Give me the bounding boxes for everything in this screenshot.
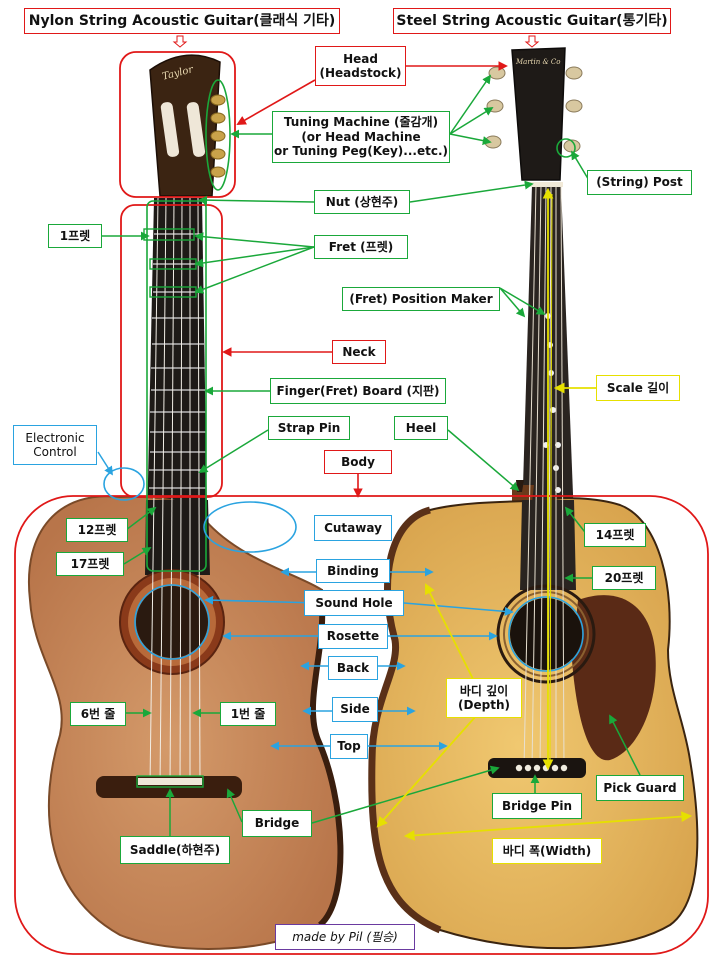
string-post-outline xyxy=(556,138,576,158)
nylon-fingerboard-extension xyxy=(145,500,210,575)
nylon-slot-left xyxy=(160,102,180,157)
nylon-slot-right xyxy=(186,102,206,157)
cutaway-outline xyxy=(203,501,297,553)
scale-label: Scale 길이 xyxy=(596,375,680,401)
tuning-machine-line2: (or Head Machine xyxy=(301,129,421,144)
pick-guard-label: Pick Guard xyxy=(596,775,684,801)
tuning-machine-line3: or Tuning Peg(Key)...etc.) xyxy=(274,144,448,159)
body-depth-label: 바디 깊이 (Depth) xyxy=(446,678,522,718)
binding-label: Binding xyxy=(316,559,390,583)
fret20-label: 20프렛 xyxy=(592,566,656,590)
body-width-label: 바디 폭(Width) xyxy=(492,838,602,864)
head-label-line2: (Headstock) xyxy=(319,66,402,80)
nylon-guitar-title: Nylon String Acoustic Guitar(클래식 기타) xyxy=(24,8,340,34)
body-depth-line2: (Depth) xyxy=(458,698,510,712)
title-arrows xyxy=(172,35,540,48)
nut-label: Nut (상현주) xyxy=(314,190,410,214)
string-post-label: (String) Post xyxy=(587,170,692,195)
fret1-label: 1프렛 xyxy=(48,224,102,248)
sound-hole-label: Sound Hole xyxy=(304,590,404,616)
credit-label: made by Pil (필승) xyxy=(275,924,415,950)
nylon-saddle xyxy=(138,778,202,785)
head-label-line1: Head xyxy=(343,51,378,66)
head-label: Head (Headstock) xyxy=(315,46,406,86)
strap-pin-label: Strap Pin xyxy=(268,416,350,440)
fingerboard-label: Finger(Fret) Board (지판) xyxy=(270,378,446,404)
heel-label: Heel xyxy=(394,416,448,440)
steel-side xyxy=(368,506,442,934)
nylon-soundhole xyxy=(136,586,208,658)
tuning-machine-outline xyxy=(205,79,231,191)
body-depth-line1: 바디 깊이 xyxy=(459,683,509,698)
cutaway-label: Cutaway xyxy=(314,515,392,541)
side-label: Side xyxy=(332,697,378,722)
saddle-outline xyxy=(136,775,204,788)
nylon-soundhole-outline xyxy=(134,584,210,660)
neck-label: Neck xyxy=(332,340,386,364)
back-label: Back xyxy=(328,656,378,680)
steel-headstock xyxy=(511,47,566,181)
nylon-tuner-buttons xyxy=(210,94,226,178)
bridge-label: Bridge xyxy=(242,810,312,837)
head-region-outline xyxy=(119,51,236,198)
electronic-control-label: Electronic Control xyxy=(13,425,97,465)
steel-nut xyxy=(530,182,563,187)
fret17-label: 17프렛 xyxy=(56,552,124,576)
fingerboard-outline xyxy=(146,200,207,572)
neck-region-outline xyxy=(120,204,223,498)
bridge-pin-label: Bridge Pin xyxy=(492,793,582,819)
steel-brand-logo: Martin & Co xyxy=(516,58,561,66)
fret12-label: 12프렛 xyxy=(66,518,128,542)
electronic-control-line1: Electronic xyxy=(25,430,85,445)
saddle-label: Saddle(하현주) xyxy=(120,836,230,864)
fret14-label: 14프렛 xyxy=(584,523,646,547)
electronic-control-line2: Control xyxy=(33,445,77,459)
position-maker-label: (Fret) Position Maker xyxy=(342,287,500,311)
string6-label: 6번 줄 xyxy=(70,702,126,726)
green-arrows xyxy=(102,74,641,836)
body-label: Body xyxy=(324,450,392,474)
steel-guitar-title: Steel String Acoustic Guitar(통기타) xyxy=(393,8,671,34)
red-arrows xyxy=(222,61,508,498)
rosette-label: Rosette xyxy=(318,624,388,649)
top-label: Top xyxy=(330,734,368,759)
blue-arrows xyxy=(97,451,514,751)
string1-label: 1번 줄 xyxy=(220,702,276,726)
electronic-control-outline xyxy=(103,467,145,501)
tuning-machine-label: Tuning Machine (줄감개) (or Head Machine or… xyxy=(272,111,450,163)
tuning-machine-line1: Tuning Machine (줄감개) xyxy=(283,115,439,130)
yellow-arrows xyxy=(376,187,693,841)
nylon-strings xyxy=(149,197,201,786)
steel-soundhole xyxy=(510,598,582,670)
fret-label: Fret (프렛) xyxy=(314,235,408,259)
